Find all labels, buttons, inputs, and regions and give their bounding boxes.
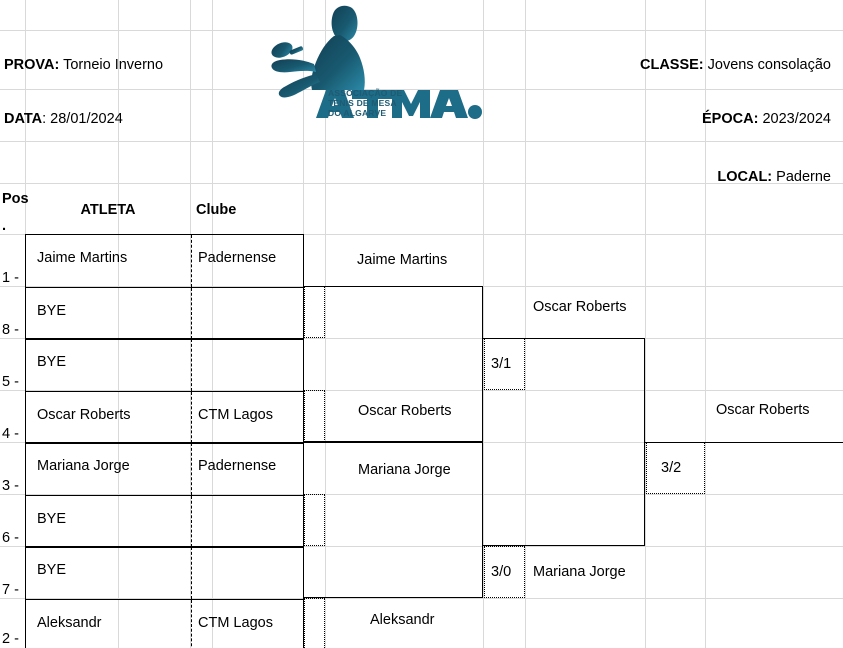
epoca-field: ÉPOCA: 2023/2024 bbox=[702, 112, 831, 127]
round1-player-row[interactable]: BYE bbox=[26, 495, 303, 547]
round1-athlete-name: BYE bbox=[37, 354, 67, 370]
round1-athlete-club: CTM Lagos bbox=[198, 407, 273, 423]
round1-match-box[interactable]: BYE Aleksandr CTM Lagos bbox=[25, 546, 304, 648]
position-number: 7 - bbox=[2, 582, 19, 598]
position-number: 3 - bbox=[2, 478, 19, 494]
round2-winner-name: Aleksandr bbox=[370, 612, 435, 628]
classe-field: CLASSE: Jovens consolação bbox=[640, 58, 831, 73]
final-connector bbox=[645, 442, 843, 443]
gridline-horizontal bbox=[0, 598, 843, 599]
atma-logo: ASSOCIAÇÃO DE TENIS DE MESA DO ALGARVE bbox=[268, 2, 496, 122]
gridline-horizontal bbox=[0, 183, 843, 184]
local-value: Paderne bbox=[776, 169, 831, 185]
round1-player-row[interactable]: BYE bbox=[26, 287, 303, 339]
cell-divider bbox=[191, 600, 192, 648]
logo-subtitle: ASSOCIAÇÃO DE TENIS DE MESA DO ALGARVE bbox=[328, 88, 403, 119]
column-header-clube: Clube bbox=[196, 202, 237, 218]
position-number: 1 - bbox=[2, 270, 19, 286]
position-number: 6 - bbox=[2, 530, 19, 546]
round3-connector bbox=[483, 338, 645, 546]
local-label: LOCAL: bbox=[717, 169, 773, 185]
round1-athlete-name: BYE bbox=[37, 303, 67, 319]
gridline-vertical bbox=[705, 0, 706, 648]
position-number: 8 - bbox=[2, 322, 19, 338]
cell-divider bbox=[191, 547, 192, 599]
round1-player-row[interactable]: Jaime Martins Padernense bbox=[26, 235, 303, 287]
round1-athlete-club: Padernense bbox=[198, 250, 277, 266]
cell-divider bbox=[191, 339, 192, 391]
round1-athlete-club: Padernense bbox=[198, 458, 277, 474]
round1-match-box[interactable]: Jaime Martins Padernense BYE bbox=[25, 234, 304, 340]
data-field: DATA: 28/01/2024 bbox=[4, 112, 123, 127]
round2-connector bbox=[303, 286, 483, 442]
round1-player-row[interactable]: BYE bbox=[26, 339, 303, 391]
round1-athlete-name: Jaime Martins bbox=[37, 250, 128, 266]
round1-athlete-name: Aleksandr bbox=[37, 615, 102, 631]
epoca-value: 2023/2024 bbox=[762, 111, 831, 127]
round2-winner-name: Mariana Jorge bbox=[358, 462, 451, 478]
classe-value: Jovens consolação bbox=[707, 57, 831, 73]
gridline-vertical bbox=[190, 0, 191, 648]
gridline-horizontal bbox=[0, 234, 843, 235]
gridline-horizontal bbox=[0, 338, 843, 339]
round1-player-row[interactable]: Aleksandr CTM Lagos bbox=[26, 599, 303, 648]
gridline-vertical bbox=[118, 0, 119, 648]
round1-player-row[interactable]: BYE bbox=[26, 547, 303, 599]
gridline-vertical bbox=[645, 0, 646, 648]
round2-winner-name: Jaime Martins bbox=[357, 252, 448, 268]
cell-divider bbox=[191, 443, 192, 495]
round1-score-cell[interactable] bbox=[304, 494, 325, 546]
round1-player-row[interactable]: Mariana Jorge Padernense bbox=[26, 443, 303, 495]
data-label: DATA bbox=[4, 111, 43, 127]
cell-divider bbox=[191, 392, 192, 443]
cell-divider bbox=[191, 496, 192, 547]
gridline-vertical bbox=[525, 0, 526, 648]
round2-winner-name: Oscar Roberts bbox=[358, 403, 452, 419]
gridline-vertical bbox=[483, 0, 484, 648]
local-field: LOCAL: Paderne bbox=[717, 170, 831, 185]
round1-athlete-name: BYE bbox=[37, 511, 67, 527]
round3-winner-name: Oscar Roberts bbox=[533, 299, 627, 315]
gridline-horizontal bbox=[0, 494, 843, 495]
round1-athlete-name: Oscar Roberts bbox=[37, 407, 131, 423]
column-header-pos-line2: . bbox=[2, 218, 7, 235]
column-header-atleta: ATLETA bbox=[80, 202, 136, 218]
position-number: 5 - bbox=[2, 374, 19, 390]
prova-label: PROVA: bbox=[4, 57, 60, 73]
column-header-pos-line1: Pos bbox=[2, 191, 29, 207]
gridline-vertical bbox=[325, 0, 326, 648]
column-header-pos: Pos . bbox=[2, 191, 29, 235]
prova-field: PROVA: Torneio Inverno bbox=[4, 58, 163, 73]
gridline-horizontal bbox=[0, 30, 843, 31]
round1-athlete-name: Mariana Jorge bbox=[37, 458, 130, 474]
round1-athlete-club: CTM Lagos bbox=[198, 615, 273, 631]
round3-score-cell[interactable]: 3/2 bbox=[646, 442, 705, 494]
classe-label: CLASSE: bbox=[639, 57, 704, 73]
cell-divider bbox=[191, 288, 192, 339]
round2-score-cell[interactable]: 3/0 bbox=[484, 546, 525, 598]
position-number: 2 - bbox=[2, 631, 19, 647]
round1-score-cell[interactable] bbox=[304, 390, 325, 442]
round2-score-cell[interactable]: 3/1 bbox=[484, 338, 525, 390]
round1-athlete-name: BYE bbox=[37, 562, 67, 578]
final-winner-name: Oscar Roberts bbox=[716, 402, 810, 418]
position-number: 4 - bbox=[2, 426, 19, 442]
cell-divider bbox=[191, 235, 192, 287]
round3-winner-name: Mariana Jorge bbox=[533, 564, 626, 580]
gridline-horizontal bbox=[0, 141, 843, 142]
round1-score-cell[interactable] bbox=[304, 598, 325, 648]
gridline-horizontal bbox=[0, 390, 843, 391]
round1-match-box[interactable]: Mariana Jorge Padernense BYE bbox=[25, 442, 304, 548]
round1-player-row[interactable]: Oscar Roberts CTM Lagos bbox=[26, 391, 303, 443]
gridline-horizontal bbox=[0, 89, 843, 90]
round1-match-box[interactable]: BYE Oscar Roberts CTM Lagos bbox=[25, 338, 304, 444]
data-value: : 28/01/2024 bbox=[42, 111, 123, 127]
gridline-horizontal bbox=[0, 546, 843, 547]
gridline-vertical bbox=[212, 0, 213, 648]
round1-score-cell[interactable] bbox=[304, 286, 325, 338]
round2-connector bbox=[303, 442, 483, 598]
epoca-label: ÉPOCA: bbox=[702, 111, 759, 127]
prova-value: Torneio Inverno bbox=[63, 57, 164, 73]
